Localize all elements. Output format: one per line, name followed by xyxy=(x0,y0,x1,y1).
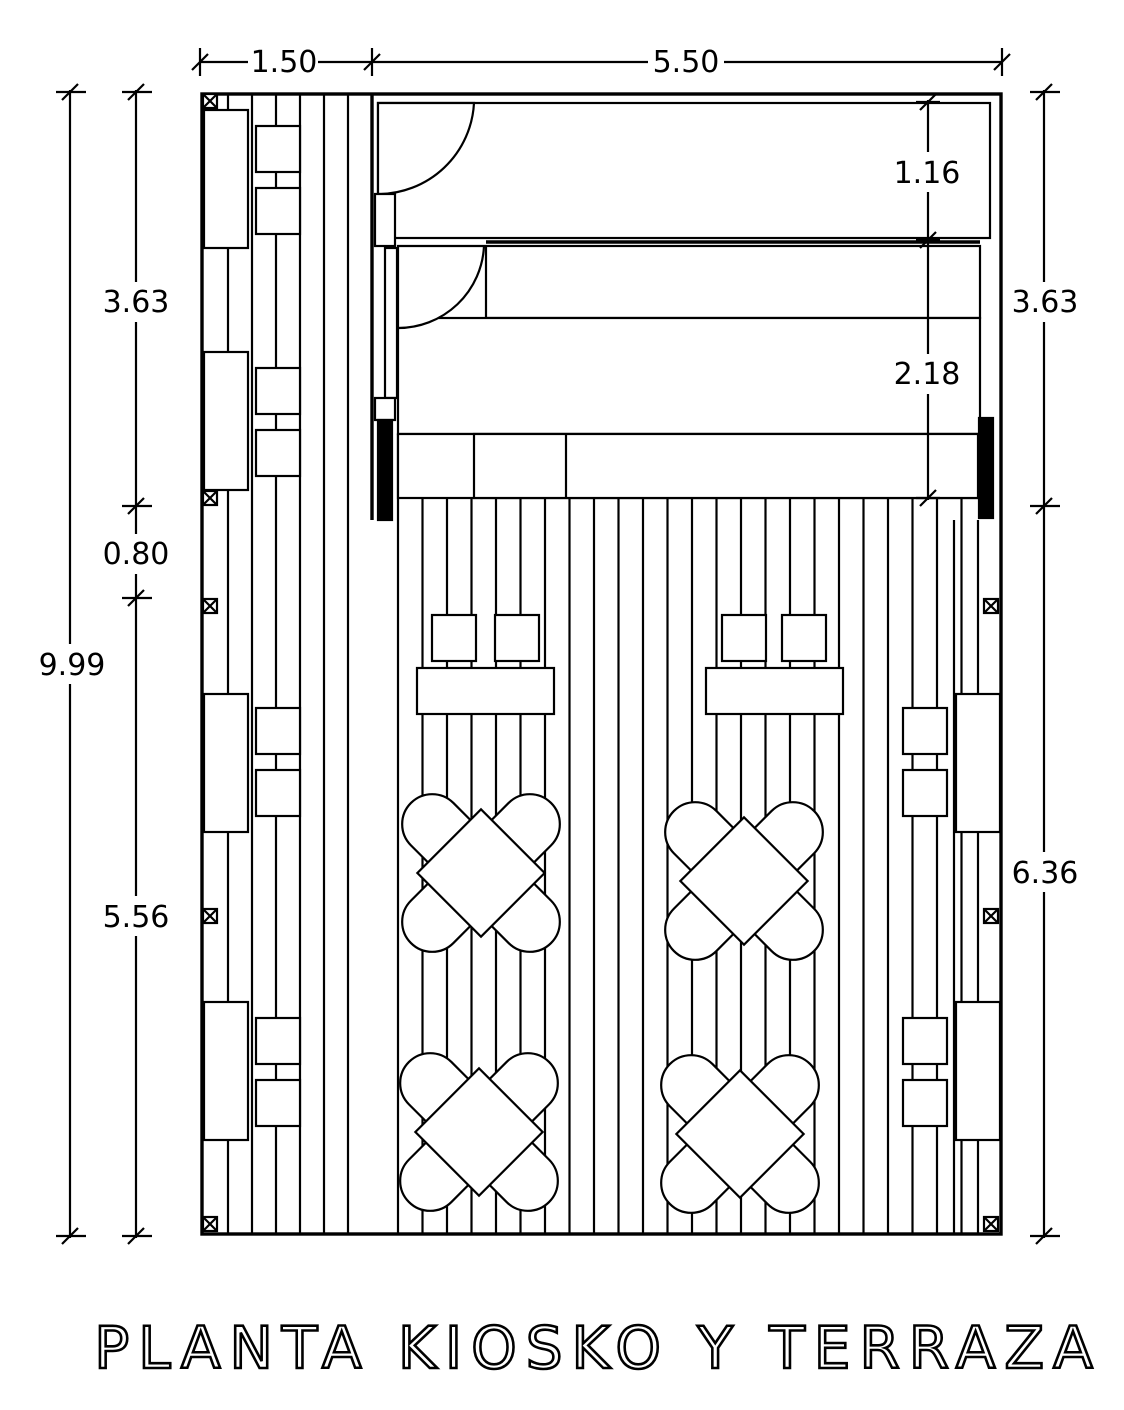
bar-table-left xyxy=(415,613,556,716)
dim-inner-upper: 1.16 xyxy=(894,156,961,191)
chair xyxy=(747,1054,820,1127)
bar-table-right xyxy=(704,613,845,716)
post-marker xyxy=(201,907,219,925)
post-marker xyxy=(982,907,1000,925)
post-marker xyxy=(201,92,219,110)
dim-left-lower: 5.56 xyxy=(103,900,170,935)
left-seating xyxy=(202,108,302,1142)
chair xyxy=(488,880,561,953)
dim-right-lower: 6.36 xyxy=(1012,856,1079,891)
dim-left-total: 9.99 xyxy=(39,648,106,683)
post-marker xyxy=(982,597,1000,615)
square-table xyxy=(415,807,547,939)
chair xyxy=(747,1141,820,1214)
chair xyxy=(664,801,737,874)
terrace-tables xyxy=(399,793,824,1214)
square-table xyxy=(413,1066,545,1198)
chair xyxy=(751,801,824,874)
chair xyxy=(399,1052,472,1125)
table-with-chairs xyxy=(401,793,561,953)
plan-title: PLANTA KIOSKO Y TERRAZA xyxy=(94,1314,1102,1382)
table-with-chairs xyxy=(660,1054,820,1214)
dim-left-upper: 3.63 xyxy=(103,285,170,320)
chair xyxy=(486,1139,559,1212)
table-with-chairs xyxy=(399,1052,559,1212)
chair xyxy=(660,1054,733,1127)
dimension-lines xyxy=(34,42,1082,1245)
chair xyxy=(664,888,737,961)
chair xyxy=(401,880,474,953)
dim-top-left: 1.50 xyxy=(251,45,318,80)
dim-right-upper: 3.63 xyxy=(1012,285,1079,320)
terrace-outline xyxy=(200,92,1003,1236)
post-marker xyxy=(201,1215,219,1233)
kiosk-interior xyxy=(373,101,995,522)
table-with-chairs xyxy=(664,801,824,961)
chair xyxy=(401,793,474,866)
post-marker xyxy=(201,597,219,615)
right-seating xyxy=(901,692,1002,1142)
post-marker xyxy=(201,489,219,507)
post-marker xyxy=(982,1215,1000,1233)
dim-inner-lower: 2.18 xyxy=(894,357,961,392)
chair xyxy=(486,1052,559,1125)
chair xyxy=(488,793,561,866)
dim-top-right: 5.50 xyxy=(653,45,720,80)
lower-door-swing xyxy=(396,244,486,330)
square-table xyxy=(674,1068,806,1200)
chair xyxy=(751,888,824,961)
square-table xyxy=(678,815,810,947)
structural-posts xyxy=(201,92,1000,1233)
dim-left-middle: 0.80 xyxy=(103,537,170,572)
upper-door-swing xyxy=(376,101,476,196)
